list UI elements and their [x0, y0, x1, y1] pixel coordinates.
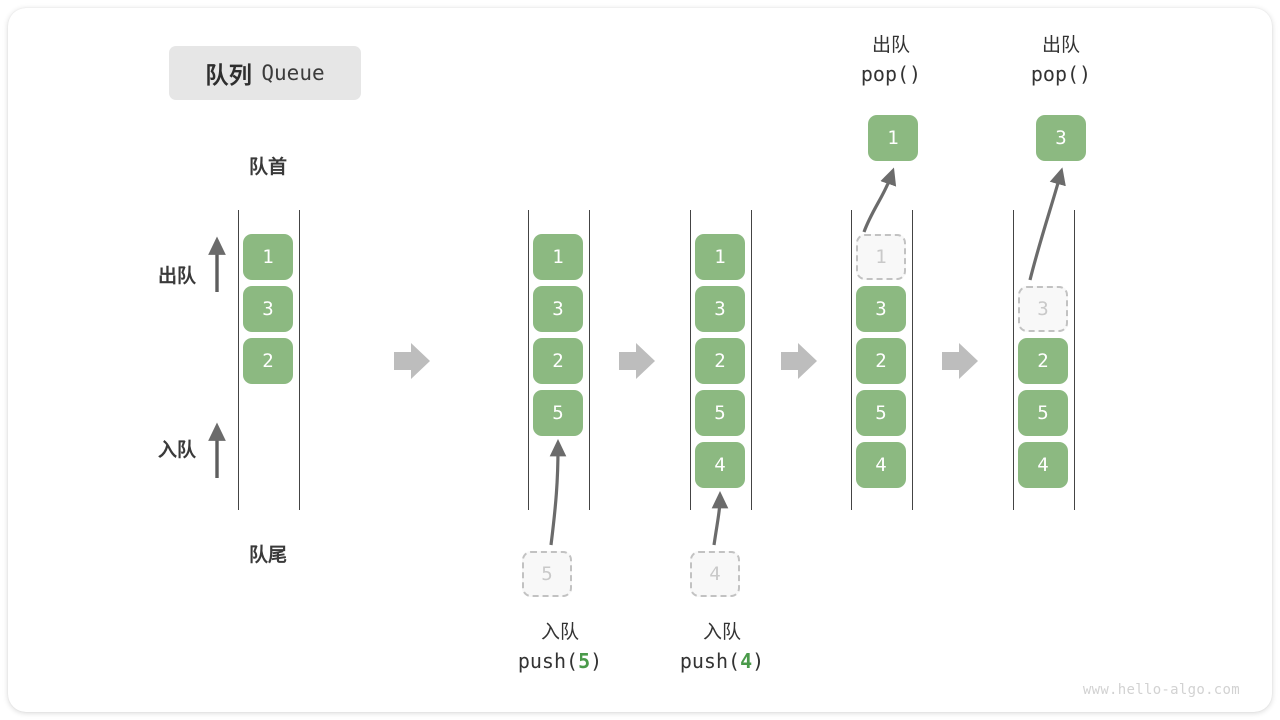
queue-element: 1 [695, 234, 745, 280]
diagram-card: 队列 Queue 队首 队尾 出队 入队 1 3 2 1 3 2 5 5 [8, 8, 1272, 712]
queue-rail-left-4 [851, 210, 852, 510]
queue-element: 3 [856, 286, 906, 332]
push-4-code-number: 4 [740, 648, 753, 673]
queue-element: 2 [856, 338, 906, 384]
queue-rear-label: 队尾 [248, 545, 287, 566]
step-arrow-icon [781, 343, 817, 379]
queue-element: 5 [856, 390, 906, 436]
outgoing-slot-ghost: 3 [1018, 286, 1068, 332]
pop-2-caption-cn: 出队 [1041, 35, 1080, 56]
queue-element: 1 [243, 234, 293, 280]
pop-2-caption-code: pop() [1030, 61, 1092, 86]
push-5-code-prefix: push( [517, 648, 579, 673]
queue-rail-right-4 [912, 210, 913, 510]
queue-element: 4 [1018, 442, 1068, 488]
step-arrow-icon [942, 343, 978, 379]
title-english: Queue [261, 61, 325, 85]
pop-1-motion-arrow-icon [862, 167, 897, 233]
queue-element: 5 [1018, 390, 1068, 436]
queue-rail-left-1 [238, 210, 239, 510]
push-4-motion-arrow-icon [711, 491, 729, 546]
pop-1-caption-cn: 出队 [871, 35, 910, 56]
diagram-stage: 队列 Queue 队首 队尾 出队 入队 1 3 2 1 3 2 5 5 [8, 8, 1272, 712]
push-4-code-prefix: push( [679, 648, 741, 673]
outgoing-slot-ghost: 1 [856, 234, 906, 280]
watermark: www.hello-algo.com [1082, 682, 1240, 698]
title-chinese: 队列 [205, 62, 253, 88]
queue-element: 2 [243, 338, 293, 384]
queue-element: 2 [533, 338, 583, 384]
queue-element: 4 [695, 442, 745, 488]
push-5-caption-cn: 入队 [540, 622, 579, 643]
queue-rail-right-5 [1074, 210, 1075, 510]
queue-element: 5 [533, 390, 583, 436]
queue-rail-right-2 [589, 210, 590, 510]
queue-element: 2 [1018, 338, 1068, 384]
pop-1-caption: 出队 pop() [801, 33, 981, 88]
queue-element: 3 [533, 286, 583, 332]
title-badge: 队列 Queue [169, 46, 361, 100]
push-4-code-suffix: ) [752, 648, 765, 673]
queue-element: 1 [533, 234, 583, 280]
push-5-motion-arrow-icon [549, 439, 567, 546]
push-4-caption-code: push(4) [632, 647, 812, 675]
queue-element: 2 [695, 338, 745, 384]
push-4-caption-cn: 入队 [702, 622, 741, 643]
push-5-code-number: 5 [578, 648, 591, 673]
pop-1-caption-code: pop() [860, 61, 922, 86]
incoming-element-ghost: 5 [522, 551, 572, 597]
queue-element: 3 [243, 286, 293, 332]
queue-rail-left-3 [690, 210, 691, 510]
pop-2-caption: 出队 pop() [971, 33, 1151, 88]
queue-element: 3 [695, 286, 745, 332]
push-4-caption: 入队 push(4) [632, 620, 812, 675]
push-5-code-suffix: ) [590, 648, 603, 673]
enqueue-direction-label: 入队 [157, 440, 196, 461]
step-arrow-icon [394, 343, 430, 379]
queue-element: 5 [695, 390, 745, 436]
push-5-caption-code: push(5) [470, 647, 650, 675]
queue-front-label: 队首 [248, 157, 287, 178]
queue-rail-right-3 [751, 210, 752, 510]
queue-rail-left-2 [528, 210, 529, 510]
popped-element: 3 [1036, 115, 1086, 161]
step-arrow-icon [619, 343, 655, 379]
dequeue-direction-label: 出队 [157, 266, 196, 287]
pop-2-motion-arrow-icon [1028, 167, 1066, 281]
incoming-element-ghost: 4 [690, 551, 740, 597]
arrow-overlay [208, 167, 1066, 546]
queue-rail-left-5 [1013, 210, 1014, 510]
popped-element: 1 [868, 115, 918, 161]
queue-element: 4 [856, 442, 906, 488]
push-5-caption: 入队 push(5) [470, 620, 650, 675]
queue-rail-right-1 [299, 210, 300, 510]
